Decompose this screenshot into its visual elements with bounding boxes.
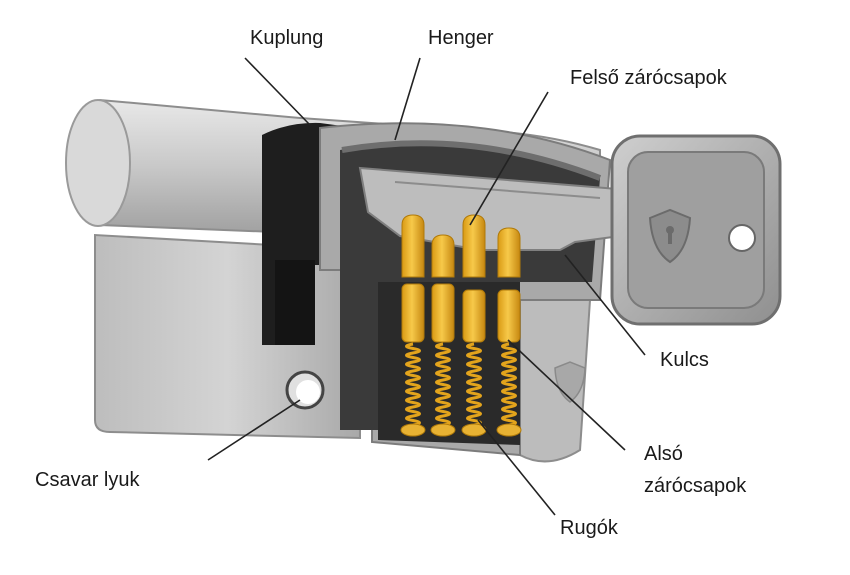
top-pin bbox=[462, 214, 486, 278]
label-rugok: Rugók bbox=[560, 517, 619, 539]
label-henger: Henger bbox=[428, 27, 494, 49]
labels: Kuplung Henger Felső zárócsapok Kulcs Al… bbox=[35, 27, 747, 539]
spring-cap bbox=[400, 423, 426, 437]
shield-logo-icon bbox=[648, 208, 692, 264]
pin-stacks bbox=[400, 214, 522, 437]
label-also-line2: zárócsapok bbox=[644, 475, 747, 497]
label-felso-zarocsapok: Felső zárócsapok bbox=[570, 67, 728, 89]
top-pin bbox=[497, 227, 521, 278]
label-kuplung: Kuplung bbox=[250, 27, 323, 49]
bottom-pin bbox=[401, 283, 425, 343]
bottom-pin bbox=[462, 289, 486, 343]
spring-cap bbox=[496, 423, 522, 437]
leader-felso bbox=[469, 91, 549, 226]
screw-hole-icon bbox=[285, 370, 325, 410]
top-pin bbox=[401, 214, 425, 278]
leader-kulcs bbox=[564, 254, 646, 356]
bottom-pin bbox=[431, 283, 455, 343]
spring bbox=[435, 342, 451, 427]
top-pin bbox=[431, 234, 455, 278]
leader-rugok bbox=[477, 419, 556, 516]
label-also-line1: Alsó bbox=[644, 443, 683, 465]
spring bbox=[466, 342, 482, 427]
label-kulcs: Kulcs bbox=[660, 349, 709, 371]
key-head bbox=[610, 134, 782, 326]
spring bbox=[501, 342, 517, 427]
leader-csavar bbox=[207, 399, 301, 461]
bottom-pin bbox=[497, 289, 521, 343]
leader-henger bbox=[394, 57, 421, 141]
leader-also bbox=[507, 339, 626, 451]
spring-cap bbox=[430, 423, 456, 437]
key-hole-icon bbox=[728, 224, 756, 252]
leader-kuplung bbox=[244, 57, 311, 126]
leader-lines bbox=[207, 57, 646, 516]
label-csavar-lyuk: Csavar lyuk bbox=[35, 469, 140, 491]
spring bbox=[405, 342, 421, 427]
